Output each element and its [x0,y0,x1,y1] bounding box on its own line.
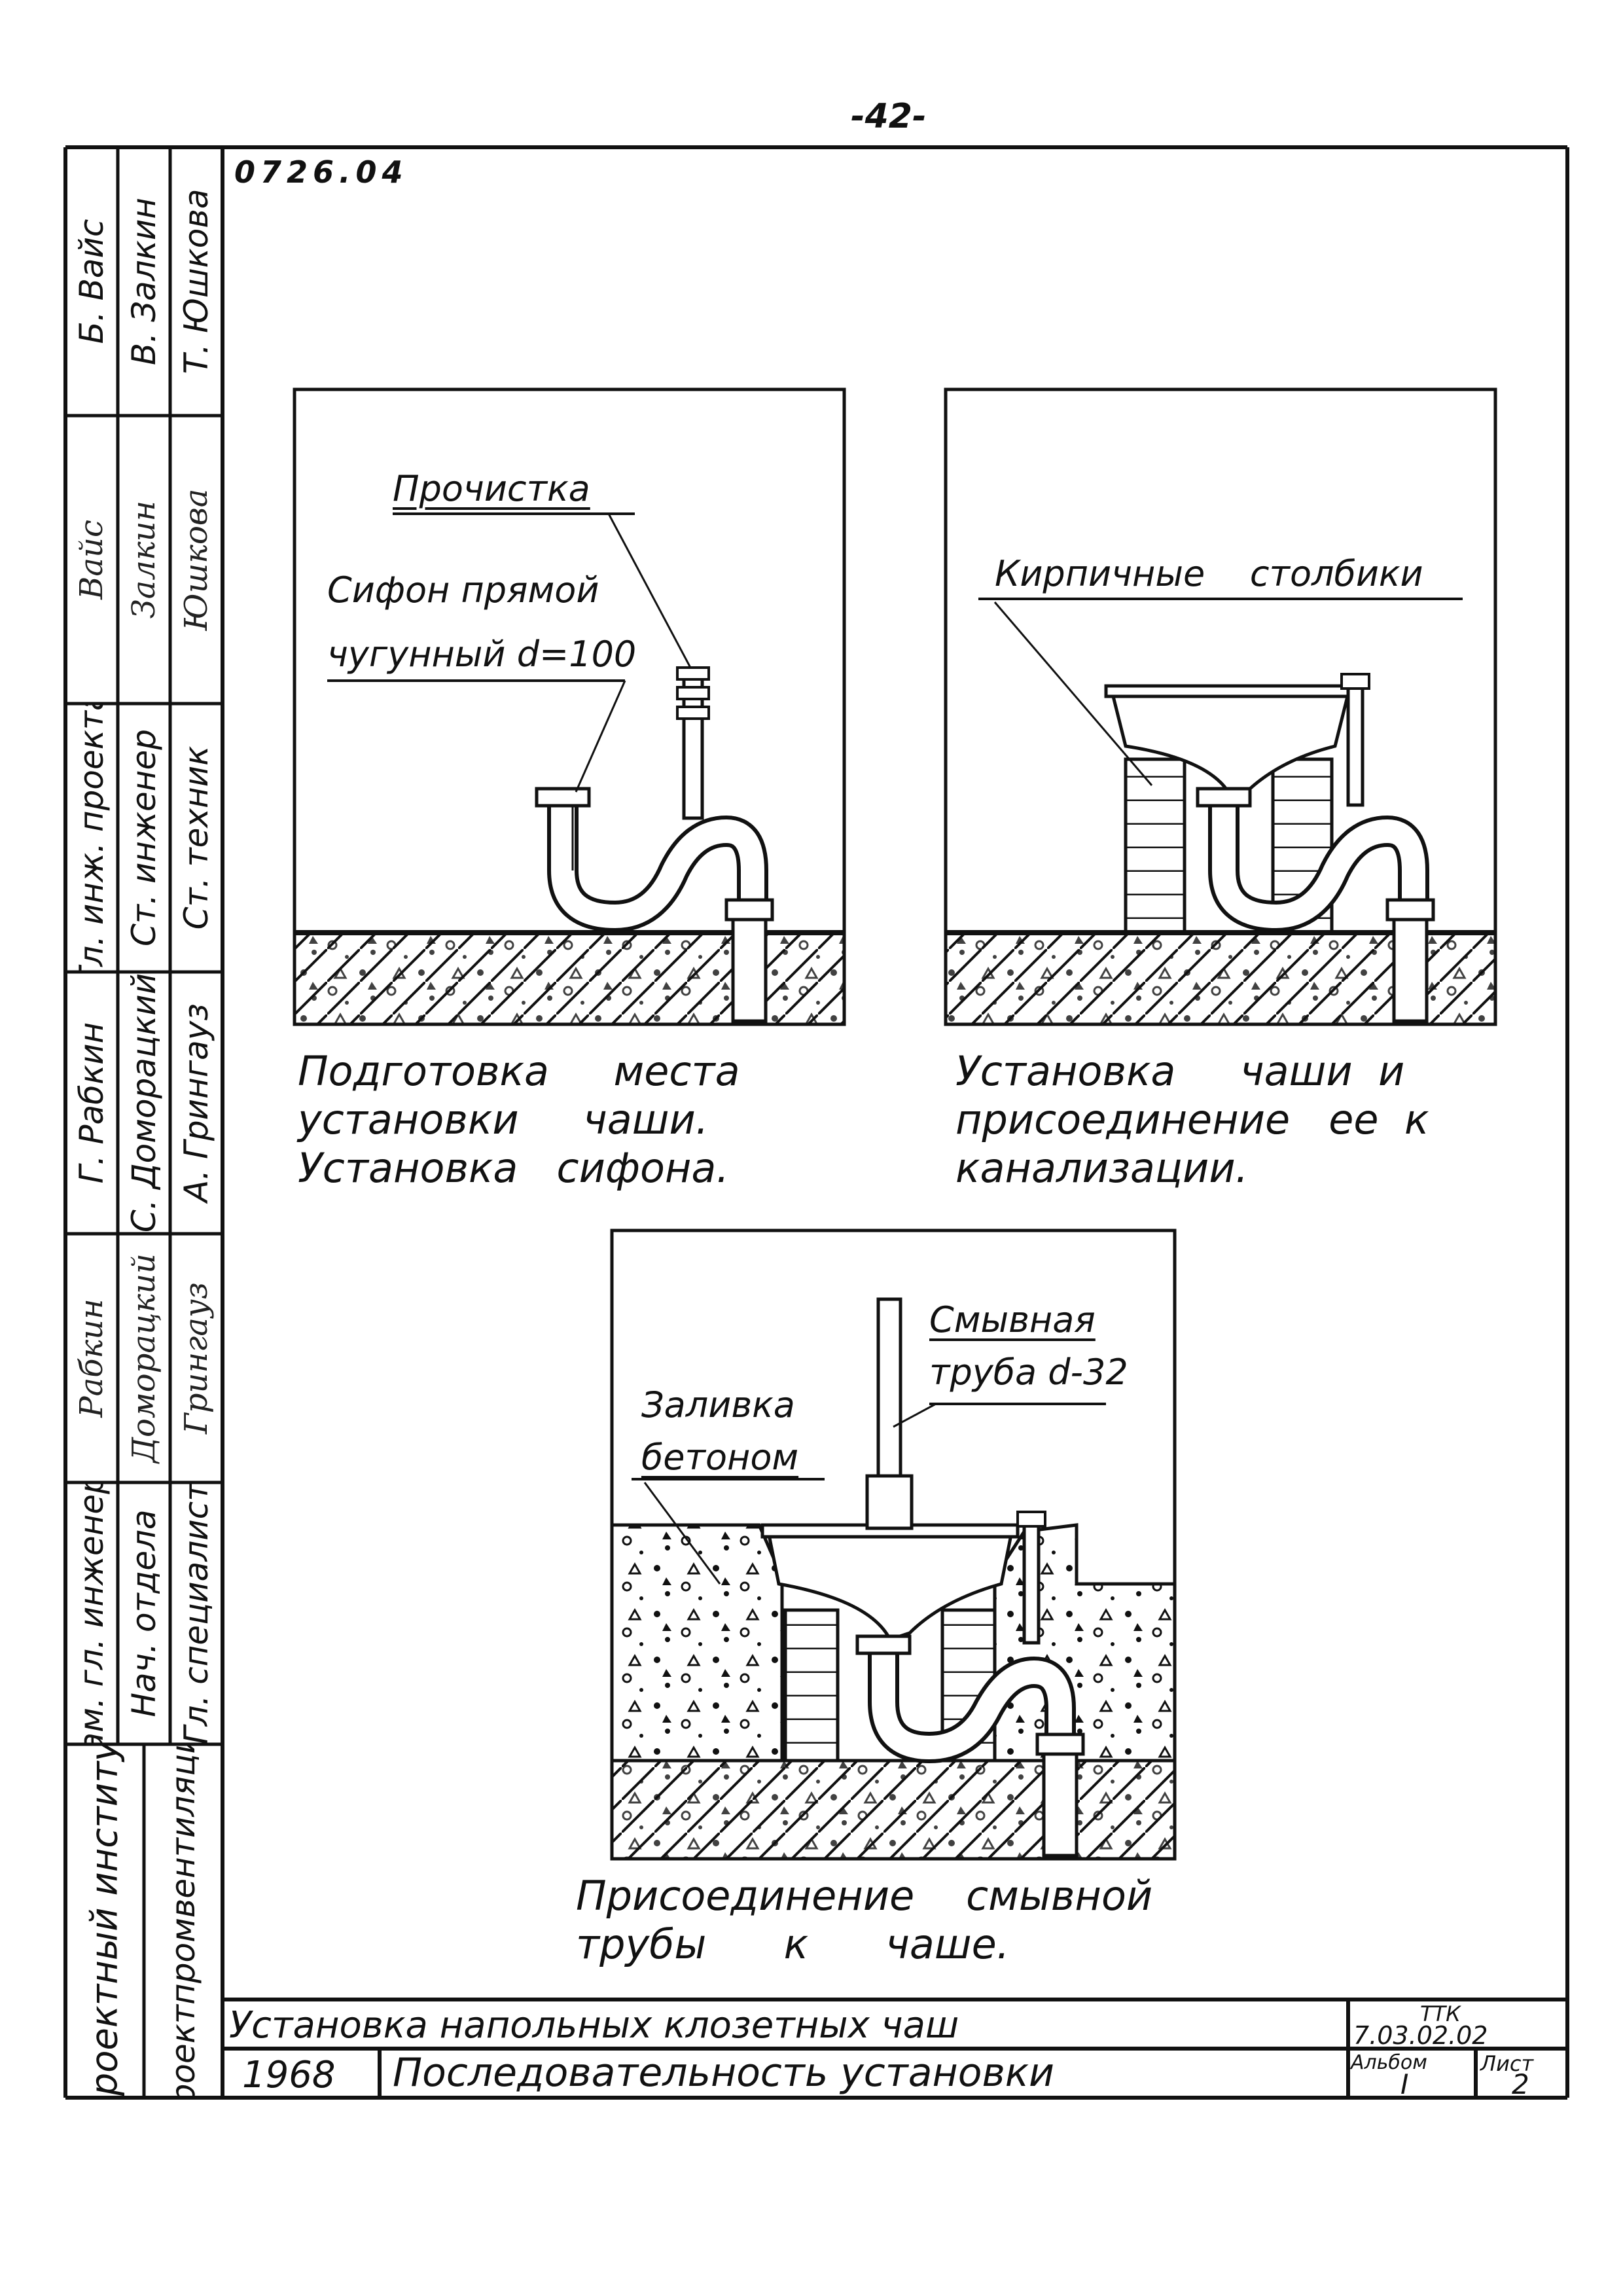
drawing-year: 1968 [242,2054,336,2096]
signature-domoratsky: Доморацкий [126,1253,162,1463]
label-flush-pipe-line1: Смывная [929,1299,1096,1340]
sheet-frame [63,145,1569,2100]
document-code: 0726.04 [234,154,408,190]
name-gringauz: А. Грингауз [177,1003,215,1202]
label-concrete-line2: бетоном [641,1437,799,1478]
signature2-cell-3: Грингауз [170,1234,223,1482]
institute-name-line2: Проектпромвентиляция [164,1744,202,2098]
position-deputy-chief: Зам. гл. инженера [73,1482,111,1744]
signature-cell-2: Залкин [118,416,170,704]
caption-figure-1: Подготовка места установки чаши. Установ… [298,1047,740,1192]
name-domoratsky: С. Доморацкий [125,973,163,1233]
institute-name-line1: Проектный институт [83,1744,126,2098]
signature-rabkin: Рабкин [73,1299,110,1418]
position-senior-technician: Ст. техник [177,745,215,930]
name-cell-2: В. Залкин [118,147,170,416]
institute-cell-1: Проектный институт [65,1744,144,2098]
album-value: I [1400,2068,1409,2100]
album-label: Альбом [1351,2051,1427,2074]
signature-cell-1: Вайс [65,416,118,704]
institute-cell-2: Проектпромвентиляция [144,1744,223,2098]
left-title-strip: Б. Вайс В. Залкин Т. Юшкова Вайс Залкин … [65,147,223,2098]
position-cell-2: Ст. инженер [118,704,170,972]
figure-1-siphon [293,387,846,1026]
series-code-line1: ТТК [1420,2001,1461,2026]
position-chief-specialist: Гл. специалист [177,1482,215,1744]
signature2-cell-1: Рабкин [65,1234,118,1482]
label-siphon-line2: чугунный d=100 [327,634,637,675]
label-siphon-line1: Сифон прямой [327,569,599,611]
page-number: -42- [851,97,927,136]
position-head-of-department: Нач. отдела [125,1509,163,1717]
name-vais: Б. Вайс [73,219,111,344]
signature-vais: Вайс [73,520,110,600]
name-cell-3: Т. Юшкова [170,147,223,416]
figure-2-bowl [944,387,1497,1026]
title-block-frame [223,1998,1567,2098]
signature2-cell-2: Доморацкий [118,1234,170,1482]
sheet-value: 2 [1512,2068,1529,2100]
caption-figure-3: Присоединение смывной трубы к чаше. [576,1872,1153,1968]
signature-gringauz: Грингауз [178,1282,215,1434]
signature-zalkin: Залкин [126,500,162,619]
sheet-label: Лист [1480,2051,1534,2076]
position-senior-engineer: Ст. инженер [125,728,163,947]
position2-cell-3: Гл. специалист [170,1482,223,1744]
name-yushkova: Т. Юшкова [177,188,215,374]
position2-cell-1: Зам. гл. инженера [65,1482,118,1744]
series-code-line2: 7.03.02.02 [1353,2021,1488,2050]
drawing-title: Установка напольных клозетных чаш [229,2004,959,2047]
name2-cell-1: Г. Рабкин [65,972,118,1234]
label-brick-columns: Кирпичные столбики [995,553,1423,594]
caption-figure-2: Установка чаши и присоединение ее к кана… [955,1047,1429,1192]
name2-cell-3: А. Грингауз [170,972,223,1234]
signature-cell-3: Юшкова [170,416,223,704]
label-concrete-line1: Заливка [641,1384,795,1426]
drawing-subtitle: Последовательность установки [393,2050,1055,2096]
name2-cell-2: С. Доморацкий [118,972,170,1234]
signature-yushkova: Юшкова [178,488,215,631]
label-flush-pipe-line2: труба d-32 [929,1352,1128,1393]
label-cleanout: Прочистка [393,468,590,509]
name-zalkin: В. Залкин [125,197,163,366]
position-cell-1: Гл. инж. проекта [65,704,118,972]
name-cell-1: Б. Вайс [65,147,118,416]
position-chief-engineer: Гл. инж. проекта [73,704,111,972]
position2-cell-2: Нач. отдела [118,1482,170,1744]
position-cell-3: Ст. техник [170,704,223,972]
figure-3-flush-pipe [610,1229,1177,1861]
name-rabkin: Г. Рабкин [73,1022,111,1184]
